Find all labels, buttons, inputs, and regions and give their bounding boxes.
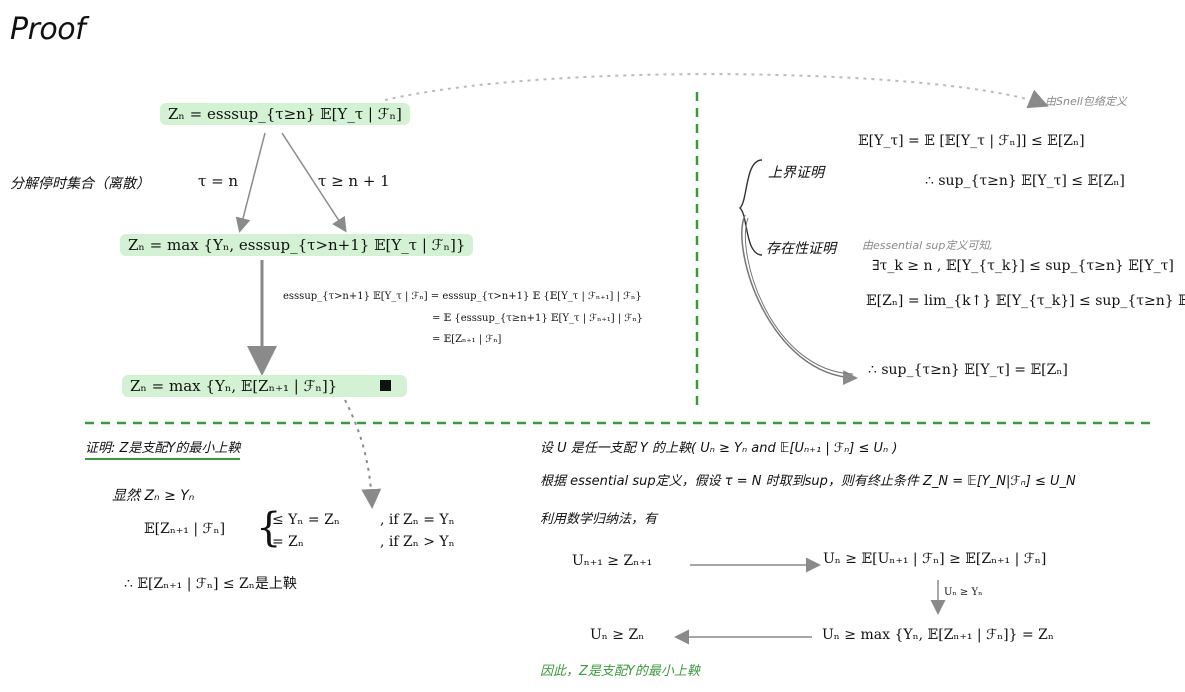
branch-arrow-right (281, 132, 347, 233)
assume-u-line: 设 U 是任一支配 Y 的上鞅( Uₙ ≥ Yₙ and 𝔼[Uₙ₊₁ | ℱₙ… (540, 441, 898, 456)
cases-brace: { (256, 505, 282, 551)
branch-right-label: τ ≥ n + 1 (318, 172, 390, 190)
brace (738, 159, 763, 256)
terminal-condition-line: 根据 essential sup定义，假设 τ = N 时取到sup，则有终止条… (540, 474, 1076, 489)
upper-bound-label: 上界证明 (768, 165, 824, 181)
snell-dotted-curve (384, 73, 1049, 109)
branch-arrow-left (235, 132, 266, 233)
curve-arrow-to-conclusion (741, 214, 858, 386)
dotted-arrow-to-cases (344, 399, 382, 509)
case-1-condition: , if Zₙ = Yₙ (380, 512, 455, 528)
existence-label: 存在性证明 (766, 241, 836, 257)
qed-square-icon (380, 380, 392, 391)
supermartingale-conclusion: ∴ 𝔼[Zₙ₊₁ | ℱₙ] ≤ Zₙ是上鞅 (124, 576, 297, 592)
u-final: Uₙ ≥ Zₙ (590, 627, 645, 643)
page-title: Proof (10, 12, 86, 47)
upper-bound-line-1: 𝔼[Y_τ] = 𝔼 [𝔼[Y_τ | ℱₙ]] ≤ 𝔼[Zₙ] (858, 133, 1085, 149)
case-2-condition: , if Zₙ > Yₙ (380, 534, 455, 550)
case-2: = Zₙ (272, 534, 304, 550)
existence-line-2: 𝔼[Zₙ] = lim_{k↑} 𝔼[Y_{τ_k}] ≤ sup_{τ≥n} … (866, 293, 1185, 309)
cond-expectation-left: 𝔼[Zₙ₊₁ | ℱₙ] (144, 521, 226, 537)
u-chain: Uₙ ≥ 𝔼[Uₙ₊₁ | ℱₙ] ≥ 𝔼[Zₙ₊₁ | ℱₙ] (823, 551, 1047, 567)
upper-bound-line-2: ∴ sup_{τ≥n} 𝔼[Y_τ] ≤ 𝔼[Zₙ] (925, 173, 1125, 189)
u-arrow-label: Uₙ ≥ Yₙ (944, 587, 983, 598)
minimal-supermartingale-heading: 证明: Z是支配Y的最小上鞅 (85, 437, 241, 460)
case-1: ≤ Yₙ = Zₙ (272, 512, 340, 528)
branch-left-label: τ = n (198, 172, 239, 190)
right-conclusion: ∴ sup_{τ≥n} 𝔼[Y_τ] = 𝔼[Zₙ] (868, 362, 1068, 378)
expansion-line-1: esssup_{τ>n+1} 𝔼[Y_τ | ℱₙ] = esssup_{τ>n… (283, 291, 642, 302)
u-max: Uₙ ≥ max {Yₙ, 𝔼[Zₙ₊₁ | ℱₙ]} = Zₙ (822, 627, 1054, 643)
z-definition: Zₙ = esssup_{τ≥n} 𝔼[Y_τ | ℱₙ] (160, 103, 410, 125)
u-start: Uₙ₊₁ ≥ Zₙ₊₁ (572, 553, 653, 569)
z-max-conditional: Zₙ = max {Yₙ, 𝔼[Zₙ₊₁ | ℱₙ]} (122, 375, 408, 397)
induction-line: 利用数学归纳法，有 (540, 512, 658, 527)
obvious-line: 显然 Zₙ ≥ Yₙ (112, 488, 195, 504)
existence-line-1: ∃τ_k ≥ n , 𝔼[Y_{τ_k}] ≤ sup_{τ≥n} 𝔼[Y_τ] (872, 258, 1174, 274)
z-max-esssup: Zₙ = max {Yₙ, esssup_{τ>n+1} 𝔼[Y_τ | ℱₙ]… (120, 234, 474, 256)
esssup-note: 由essential sup定义可知, (862, 239, 993, 252)
decompose-label: 分解停时集合（离散） (10, 176, 150, 192)
expansion-line-3: = 𝔼[Zₙ₊₁ | ℱₙ] (432, 334, 502, 345)
expansion-line-2: = 𝔼 {esssup_{τ≥n+1} 𝔼[Y_τ | ℱₙ₊₁] | ℱₙ} (432, 313, 643, 324)
final-conclusion: 因此，Z是支配Y的最小上鞅 (540, 664, 700, 679)
snell-note: 由Snell包络定义 (1045, 95, 1127, 108)
